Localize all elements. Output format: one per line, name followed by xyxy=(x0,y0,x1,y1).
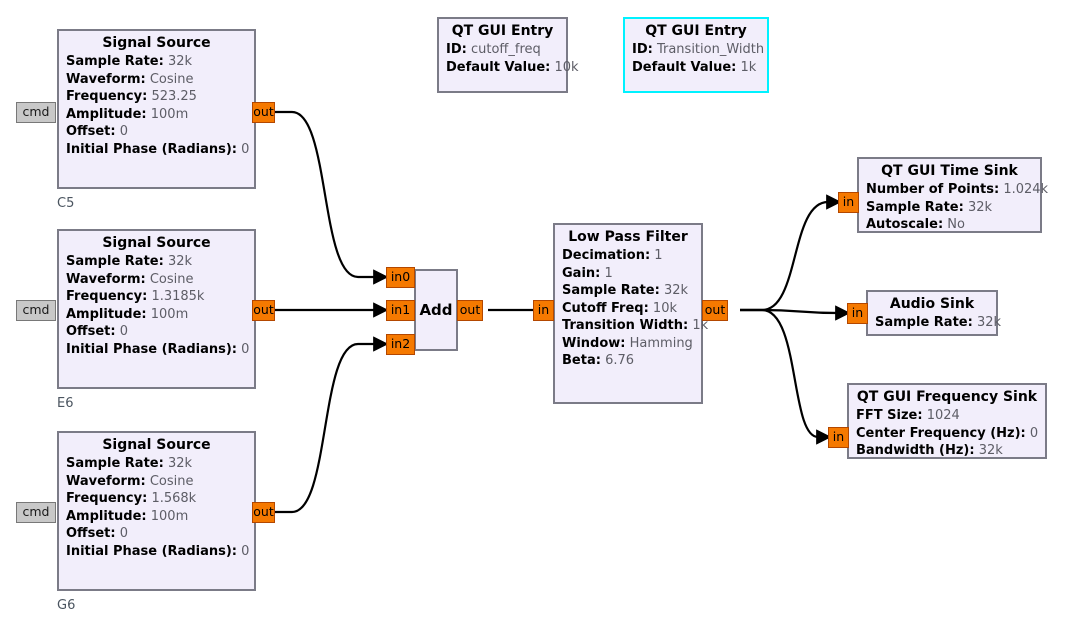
port-in-audio-sink[interactable]: in xyxy=(847,303,868,324)
block-title: QT GUI Time Sink xyxy=(881,163,1018,179)
param-sample-rate: Sample Rate: 32k xyxy=(562,283,689,298)
wire-c5-to-add-in0 xyxy=(273,110,389,285)
param-decimation: Decimation: 1 xyxy=(562,248,663,263)
block-title: Low Pass Filter xyxy=(568,229,688,245)
param-frequency: Frequency: 523.25 xyxy=(66,89,197,104)
param-beta: Beta: 6.76 xyxy=(562,353,635,368)
param-waveform: Waveform: Cosine xyxy=(66,271,194,287)
block-title: Signal Source xyxy=(102,235,211,251)
param-amplitude: Amplitude: 100m xyxy=(66,508,189,524)
block-title: Add xyxy=(419,300,453,319)
param-offset: Offset: 0 xyxy=(66,526,128,541)
block-title: Signal Source xyxy=(102,437,211,453)
port-in2-add[interactable]: in2 xyxy=(386,334,415,355)
param-initial-phase: Initial Phase (Radians): 0 xyxy=(66,341,250,357)
block-audio-sink[interactable]: Audio Sink Sample Rate: 32k xyxy=(866,290,1002,336)
param-id: ID: cutoff_freq xyxy=(446,42,541,57)
param-waveform: Waveform: Cosine xyxy=(66,473,194,489)
block-id-label-c5: C5 xyxy=(57,196,75,211)
param-sample-rate: Sample Rate: 32k xyxy=(66,54,193,69)
param-default-value: Default Value: 10k xyxy=(446,59,579,75)
port-out-add[interactable]: out xyxy=(457,300,483,321)
port-in1-add[interactable]: in1 xyxy=(386,300,415,321)
block-qt-gui-frequency-sink[interactable]: QT GUI Frequency Sink FFT Size: 1024 Cen… xyxy=(847,383,1047,459)
block-qt-gui-entry-cutoff-freq[interactable]: QT GUI Entry ID: cutoff_freq Default Val… xyxy=(437,17,579,93)
port-cmd-message-input-c5[interactable]: cmd xyxy=(16,102,56,123)
wire-lpf-to-frequency-sink xyxy=(740,308,832,445)
param-offset: Offset: 0 xyxy=(66,124,128,139)
param-fft-size: FFT Size: 1024 xyxy=(856,408,960,423)
block-title: QT GUI Frequency Sink xyxy=(856,389,1038,405)
param-default-value: Default Value: 1k xyxy=(632,59,757,75)
port-cmd-message-input-g6[interactable]: cmd xyxy=(16,502,56,523)
param-initial-phase: Initial Phase (Radians): 0 xyxy=(66,543,250,559)
param-center-frequency: Center Frequency (Hz): 0 xyxy=(856,425,1039,441)
wire-lpf-to-audio-sink xyxy=(740,305,851,321)
param-initial-phase: Initial Phase (Radians): 0 xyxy=(66,141,250,157)
block-title: Signal Source xyxy=(102,35,211,51)
port-out-e6[interactable]: out xyxy=(252,300,275,321)
param-window: Window: Hamming xyxy=(562,335,693,351)
param-amplitude: Amplitude: 100m xyxy=(66,306,189,322)
block-qt-gui-entry-transition-width[interactable]: QT GUI Entry ID: Transition_Width Defaul… xyxy=(623,17,769,93)
param-sample-rate: Sample Rate: 32k xyxy=(866,199,993,215)
param-bandwidth: Bandwidth (Hz): 32k xyxy=(856,443,1003,458)
block-id-label-g6: G6 xyxy=(57,598,76,613)
block-title: Audio Sink xyxy=(889,296,975,312)
port-in-qt-gui-frequency-sink[interactable]: in xyxy=(828,427,849,448)
port-cmd-message-input-e6[interactable]: cmd xyxy=(16,300,56,321)
param-id: ID: Transition_Width xyxy=(632,42,765,57)
param-transition-width: Transition Width: 1k xyxy=(562,318,709,333)
block-qt-gui-time-sink[interactable]: QT GUI Time Sink Number of Points: 1.024… xyxy=(857,157,1049,233)
param-number-of-points: Number of Points: 1.024k xyxy=(866,182,1049,197)
wire-lpf-to-time-sink xyxy=(740,194,842,312)
block-low-pass-filter[interactable]: Low Pass Filter Decimation: 1 Gain: 1 Sa… xyxy=(553,223,709,404)
port-out-low-pass-filter[interactable]: out xyxy=(702,300,728,321)
port-out-g6[interactable]: out xyxy=(252,502,275,523)
block-id-label-e6: E6 xyxy=(57,396,74,411)
param-sample-rate: Sample Rate: 32k xyxy=(66,254,193,269)
param-autoscale: Autoscale: No xyxy=(866,217,965,232)
block-title: QT GUI Entry xyxy=(645,23,747,39)
param-waveform: Waveform: Cosine xyxy=(66,71,194,87)
port-in-low-pass-filter[interactable]: in xyxy=(533,300,554,321)
block-signal-source-e6[interactable]: Signal Source Sample Rate: 32k Waveform:… xyxy=(57,229,256,389)
block-add[interactable]: Add xyxy=(414,269,458,351)
param-frequency: Frequency: 1.3185k xyxy=(66,289,205,304)
block-title: QT GUI Entry xyxy=(451,23,554,39)
block-signal-source-c5[interactable]: Signal Source Sample Rate: 32k Waveform:… xyxy=(57,29,256,189)
port-in-qt-gui-time-sink[interactable]: in xyxy=(838,192,859,213)
param-sample-rate: Sample Rate: 32k xyxy=(875,315,1002,330)
param-offset: Offset: 0 xyxy=(66,324,128,339)
param-amplitude: Amplitude: 100m xyxy=(66,106,189,122)
param-gain: Gain: 1 xyxy=(562,265,613,281)
block-signal-source-g6[interactable]: Signal Source Sample Rate: 32k Waveform:… xyxy=(57,431,256,591)
port-out-c5[interactable]: out xyxy=(252,102,275,123)
port-in0-add[interactable]: in0 xyxy=(386,267,415,288)
param-frequency: Frequency: 1.568k xyxy=(66,491,197,506)
param-cutoff-freq: Cutoff Freq: 10k xyxy=(562,300,677,316)
param-sample-rate: Sample Rate: 32k xyxy=(66,456,193,471)
wire-g6-to-add-in2 xyxy=(273,336,389,514)
